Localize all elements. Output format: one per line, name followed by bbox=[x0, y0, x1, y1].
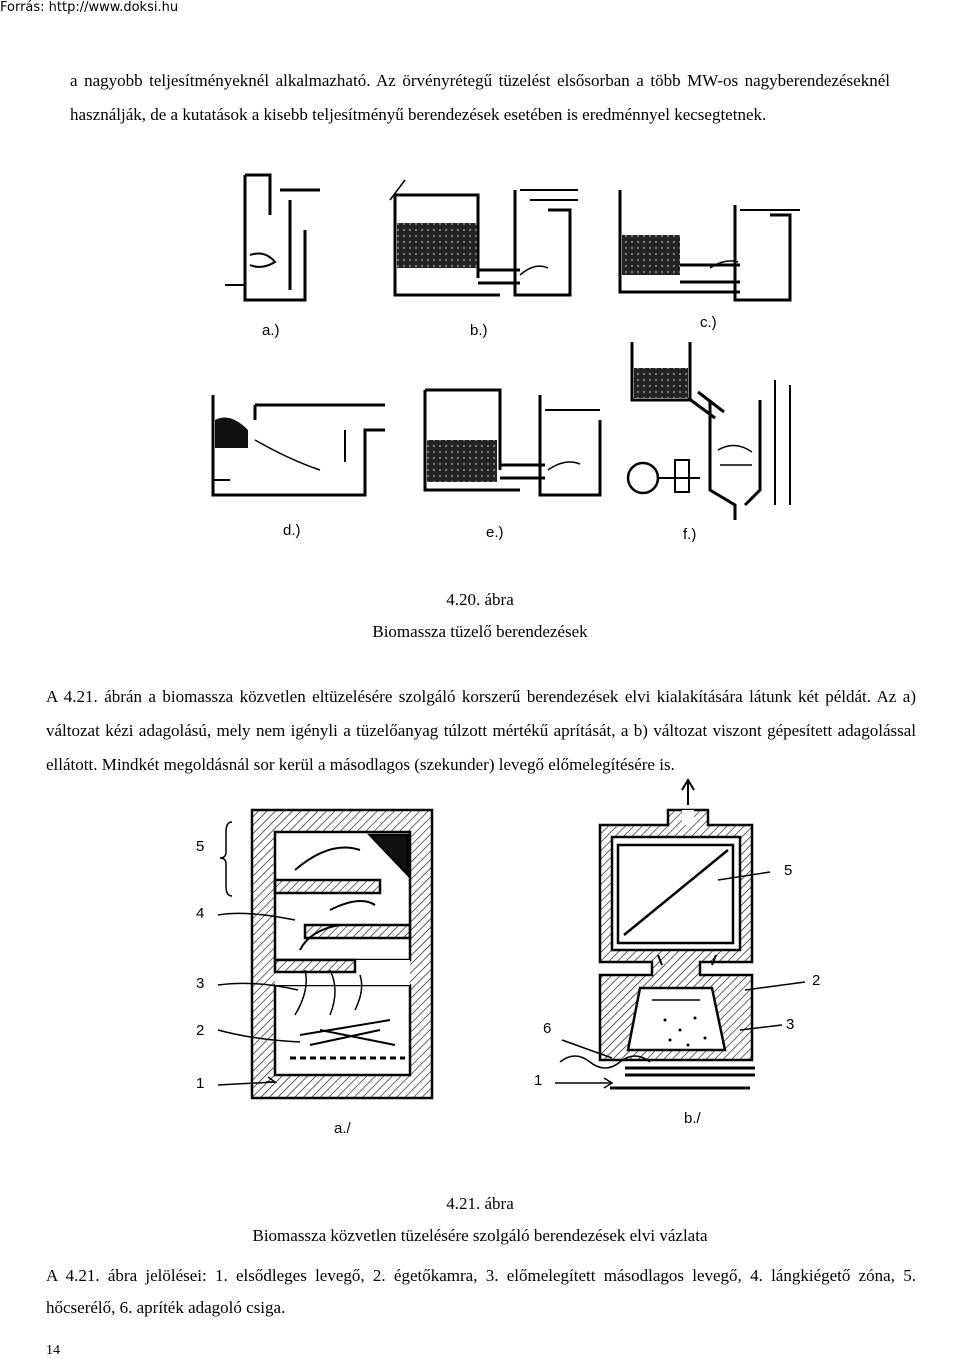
source-label: Forrás: http://www.doksi.hu bbox=[0, 0, 179, 15]
device-4-21-b bbox=[559, 778, 755, 1090]
fig2-left-4: 4 bbox=[196, 905, 205, 922]
fig1-label-d: d.) bbox=[283, 522, 301, 539]
fig2-right-5: 5 bbox=[784, 862, 793, 879]
figure-4-21-title: Biomassza közvetlen tüzelésére szolgáló … bbox=[252, 1226, 708, 1245]
figure-4-21-number: 4.21. ábra bbox=[446, 1194, 514, 1213]
fig1-label-e: e.) bbox=[486, 524, 504, 541]
fig1-label-a: a.) bbox=[262, 322, 280, 339]
fig2-left-5: 5 bbox=[196, 838, 205, 855]
figure-legend: A 4.21. ábra jelölései: 1. elsődleges le… bbox=[46, 1266, 916, 1317]
device-f bbox=[626, 342, 791, 520]
leaders-left bbox=[217, 821, 301, 1086]
fig2-right-3: 3 bbox=[786, 1016, 795, 1033]
page-number: 14 bbox=[46, 1343, 60, 1358]
device-c bbox=[618, 190, 800, 302]
device-4-21-a bbox=[250, 808, 434, 1100]
fig2-right-2: 2 bbox=[812, 972, 821, 989]
paragraph-2: A 4.21. ábrán a biomassza közvetlen eltü… bbox=[46, 687, 916, 774]
figure-4-20-number: 4.20. ábra bbox=[446, 590, 514, 609]
fig1-label-c: c.) bbox=[700, 314, 717, 331]
intro-paragraph: a nagyobb teljesítményeknél alkalmazható… bbox=[70, 71, 890, 124]
device-b bbox=[389, 179, 578, 297]
fig2-left-2: 2 bbox=[196, 1022, 205, 1039]
fig2-sub-a: a./ bbox=[334, 1120, 351, 1137]
leaders-right bbox=[555, 871, 806, 1089]
figure-4-20-title: Biomassza tüzelő berendezések bbox=[372, 622, 588, 641]
fig2-right-1: 1 bbox=[534, 1072, 543, 1089]
fig2-left-3: 3 bbox=[196, 975, 205, 992]
fig2-sub-b: b./ bbox=[684, 1110, 701, 1127]
fig1-label-f: f.) bbox=[683, 526, 697, 543]
device-e bbox=[423, 388, 602, 497]
fig2-left-1: 1 bbox=[196, 1075, 205, 1092]
device-d bbox=[211, 395, 385, 497]
fig1-label-b: b.) bbox=[470, 322, 488, 339]
device-a bbox=[225, 173, 320, 302]
fig2-right-6: 6 bbox=[543, 1020, 552, 1037]
